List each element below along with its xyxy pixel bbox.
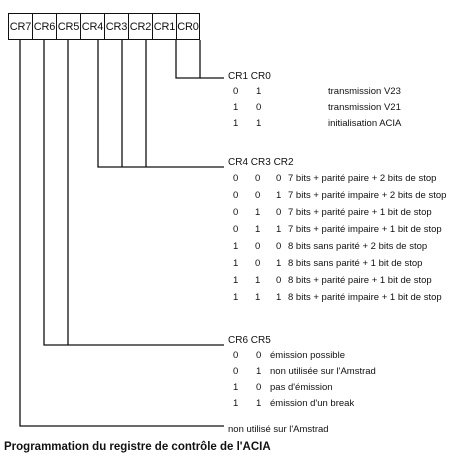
figure-caption: Programmation du registre de contrôle de… xyxy=(4,441,271,453)
group2-row8-b3: 1 xyxy=(255,292,261,303)
group3-row4-b6: 1 xyxy=(233,398,239,409)
group1-row2-bit0: 0 xyxy=(256,102,262,113)
group2-row2-b3: 0 xyxy=(255,190,261,201)
bit-cr1: CR1 xyxy=(152,13,176,40)
group2-header: CR4 CR3 CR2 xyxy=(228,157,294,168)
group2-row4-b4: 0 xyxy=(233,224,239,235)
group2-row7-b2: 0 xyxy=(276,275,282,286)
group2-row1-b3: 0 xyxy=(255,173,261,184)
group3-row2-b6: 0 xyxy=(233,366,239,377)
group3-row1-b6: 0 xyxy=(233,350,239,361)
group2-row2-desc: 7 bits + parité impaire + 2 bits de stop xyxy=(288,190,447,201)
group3-row1-b5: 0 xyxy=(256,350,262,361)
group2-row3-b4: 0 xyxy=(233,207,239,218)
group3-row4-desc: émission d'un break xyxy=(270,398,355,409)
group1-row1-bit1: 0 xyxy=(233,86,239,97)
group1-row2-desc: transmission V21 xyxy=(328,102,401,113)
bit-cr7: CR7 xyxy=(8,13,32,40)
group2-row5-b2: 0 xyxy=(276,241,282,252)
group2-row5-b3: 0 xyxy=(255,241,261,252)
group2-row6-b2: 1 xyxy=(276,258,282,269)
group2-row7-desc: 8 bits + parité paire + 1 bit de stop xyxy=(288,275,432,286)
bit-cr2: CR2 xyxy=(128,13,152,40)
group3-row1-desc: émission possible xyxy=(270,350,345,361)
bit-cr6: CR6 xyxy=(32,13,56,40)
group2-row1-b2: 0 xyxy=(276,173,282,184)
group3-row3-desc: pas d'émission xyxy=(270,382,333,393)
group1-row3-bit0: 1 xyxy=(256,118,262,129)
group2-row8-b4: 1 xyxy=(233,292,239,303)
group1-row2-bit1: 1 xyxy=(233,102,239,113)
group3-row2-b5: 1 xyxy=(256,366,262,377)
group2-row6-desc: 8 bits sans parité + 1 bit de stop xyxy=(288,258,423,269)
group2-row1-desc: 7 bits + parité paire + 2 bits de stop xyxy=(288,173,437,184)
group2-row3-b3: 1 xyxy=(255,207,261,218)
connector-cr4-cr2 xyxy=(97,40,224,168)
bit-cr3: CR3 xyxy=(104,13,128,40)
group2-row4-b2: 1 xyxy=(276,224,282,235)
connector-cr6-cr5 xyxy=(43,40,224,346)
group2-row3-desc: 7 bits + parité paire + 1 bit de stop xyxy=(288,207,432,218)
bit-cr0: CR0 xyxy=(176,13,200,40)
connector-cr1-cr0 xyxy=(175,40,201,79)
group2-row1-b4: 0 xyxy=(233,173,239,184)
group1-row1-desc: transmission V23 xyxy=(328,86,401,97)
group2-row3-b2: 0 xyxy=(276,207,282,218)
group2-row6-b3: 0 xyxy=(255,258,261,269)
cr7-label: non utilisé sur l'Amstrad xyxy=(228,424,329,435)
group3-row3-b5: 0 xyxy=(256,382,262,393)
group2-row2-b4: 0 xyxy=(233,190,239,201)
group2-row7-b4: 1 xyxy=(233,275,239,286)
bit-cr4: CR4 xyxy=(80,13,104,40)
group2-row4-desc: 7 bits + parité impaire + 1 bit de stop xyxy=(288,224,442,235)
group2-row2-b2: 1 xyxy=(276,190,282,201)
group2-row7-b3: 1 xyxy=(255,275,261,286)
group3-row3-b6: 1 xyxy=(233,382,239,393)
group1-row3-desc: initialisation ACIA xyxy=(328,118,402,129)
group1-row1-bit0: 1 xyxy=(256,86,262,97)
connector-cr7 xyxy=(19,40,224,427)
group2-row4-b3: 1 xyxy=(255,224,261,235)
group2-row5-b4: 1 xyxy=(233,241,239,252)
group3-header: CR6 CR5 xyxy=(228,335,271,346)
group3-row2-desc: non utilisée sur l'Amstrad xyxy=(270,366,376,377)
register-bits: CR7 CR6 CR5 CR4 CR3 CR2 CR1 CR0 xyxy=(8,13,200,40)
group1-row3-bit1: 1 xyxy=(233,118,239,129)
group1-header: CR1 CR0 xyxy=(228,71,271,82)
group2-row5-desc: 8 bits sans parité + 2 bits de stop xyxy=(288,241,428,252)
group3-row4-b5: 1 xyxy=(256,398,262,409)
group2-row8-b2: 1 xyxy=(276,292,282,303)
group2-row8-desc: 8 bits + parité impaire + 1 bit de stop xyxy=(288,292,442,303)
bit-cr5: CR5 xyxy=(56,13,80,40)
group2-row6-b4: 1 xyxy=(233,258,239,269)
